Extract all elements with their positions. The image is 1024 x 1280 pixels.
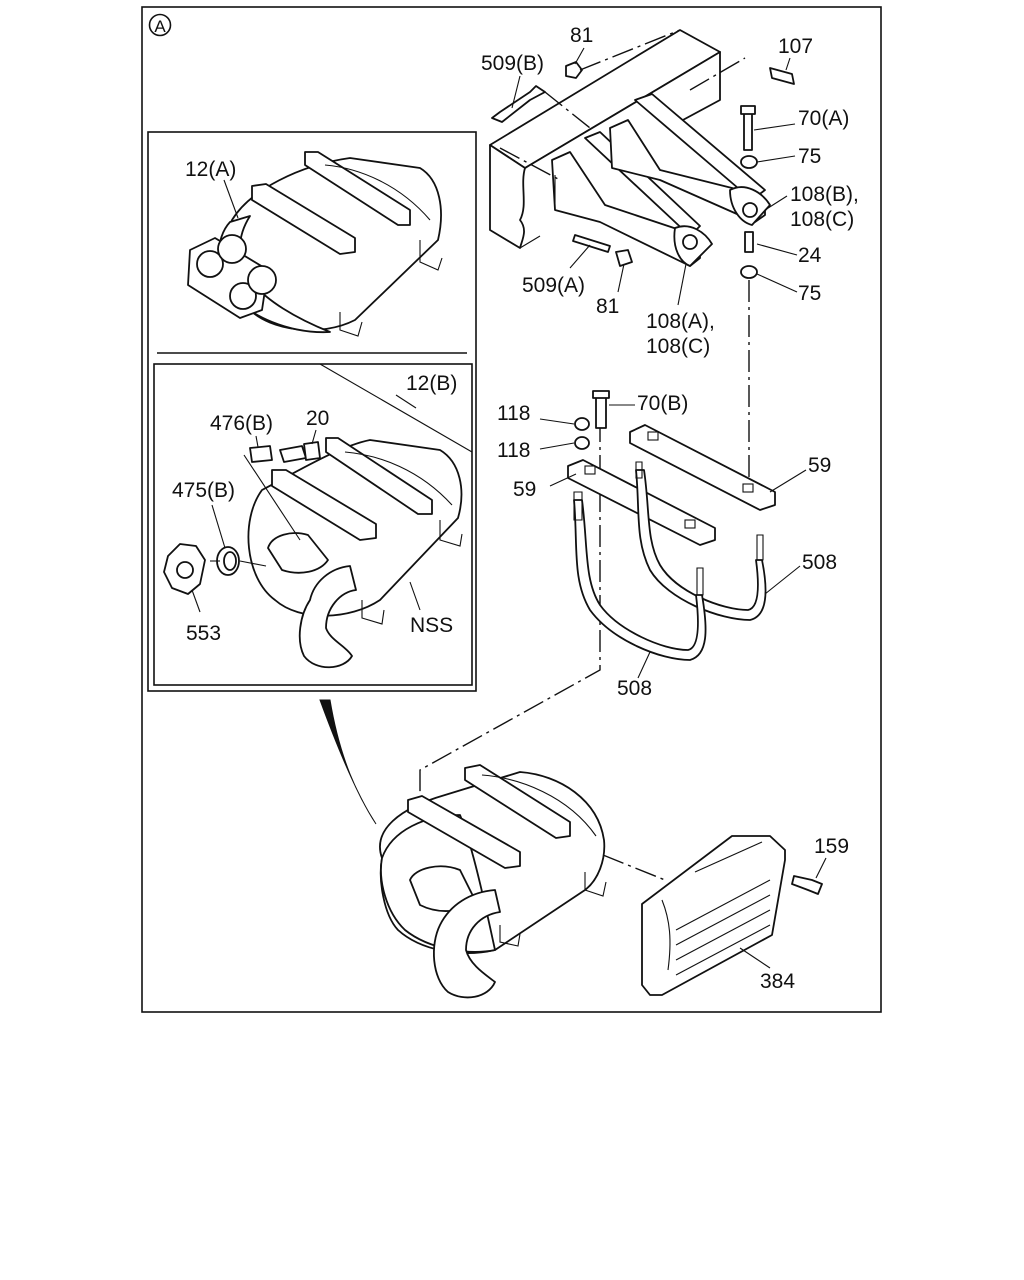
- view-marker-letter: A: [154, 17, 166, 36]
- muffler-12a: [187, 151, 443, 337]
- label-70a: 70(A): [798, 107, 849, 130]
- label-20: 20: [306, 407, 329, 430]
- leader-lines: [191, 47, 827, 969]
- label-553: 553: [186, 622, 221, 645]
- callout-arrow: [319, 699, 377, 825]
- label-508-right: 508: [802, 551, 837, 574]
- label-118-bottom: 118: [497, 439, 530, 462]
- frame-rail: [489, 29, 721, 249]
- u-band-508-left: [573, 491, 707, 661]
- fasteners-upper: [491, 61, 795, 279]
- label-118-top: 118: [497, 402, 530, 425]
- label-509b: 509(B): [481, 52, 544, 75]
- inset-detail-box: [147, 131, 477, 692]
- label-108b: 108(B),: [790, 183, 859, 206]
- label-159: 159: [814, 835, 849, 858]
- label-nss: NSS: [410, 614, 453, 637]
- label-59-left: 59: [513, 478, 536, 501]
- label-75-top: 75: [798, 145, 821, 168]
- label-384: 384: [760, 970, 795, 993]
- label-12b: 12(B): [406, 372, 457, 395]
- main-muffler: [379, 764, 607, 999]
- label-108a: 108(A),: [646, 310, 715, 333]
- label-81-bottom: 81: [596, 295, 619, 318]
- heat-guard-384: [641, 835, 786, 996]
- view-marker: A: [148, 13, 172, 37]
- label-475b: 475(B): [172, 479, 235, 502]
- label-59-right: 59: [808, 454, 831, 477]
- label-75-bottom: 75: [798, 282, 821, 305]
- label-24: 24: [798, 244, 822, 267]
- u-band-508-right: [635, 461, 767, 621]
- label-12a: 12(A): [185, 158, 236, 181]
- muffler-12b: [163, 437, 463, 669]
- label-70b: 70(B): [637, 392, 688, 415]
- strap-59-right: [629, 424, 776, 511]
- label-108c-upper: 108(C): [790, 208, 854, 231]
- label-107: 107: [778, 35, 813, 58]
- label-476b: 476(B): [210, 412, 273, 435]
- label-81-top: 81: [570, 24, 593, 47]
- part-labels: 81 509(B) 107 70(A) 75 108(B), 108(C) 24…: [172, 24, 859, 993]
- bracket-108b: [609, 93, 771, 226]
- fasteners-strap: [574, 390, 610, 450]
- bolt-159: [791, 875, 823, 895]
- label-509a: 509(A): [522, 274, 585, 297]
- label-108c-lower: 108(C): [646, 335, 710, 358]
- diagram-frame: [141, 6, 882, 1013]
- label-508-bottom: 508: [617, 677, 652, 700]
